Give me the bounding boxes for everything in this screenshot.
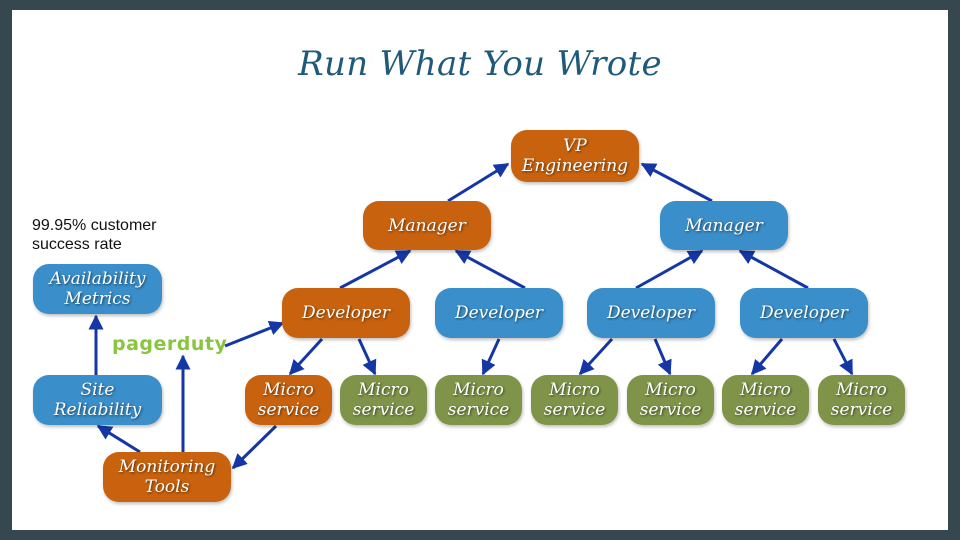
- note-line-2: success rate: [32, 236, 122, 253]
- node-label: Engineering: [521, 156, 629, 176]
- arrow-dev-1-to-mgr-left: [339, 249, 412, 290]
- arrow-dev-3-to-ms-5: [653, 338, 672, 376]
- arrow-dev-2-to-mgr-left: [454, 249, 526, 290]
- node-label: Micro: [358, 380, 409, 400]
- node-label: Availability: [49, 269, 146, 289]
- arrow-pagerduty-to-dev-1: [224, 321, 285, 348]
- node-label: service: [352, 400, 415, 420]
- node-label: Developer: [301, 303, 391, 323]
- arrow-mgr-right-to-vp: [640, 162, 713, 203]
- arrow-dev-2-to-ms-3: [481, 338, 501, 376]
- node-label: service: [734, 400, 797, 420]
- arrow-dev-4-to-ms-6: [750, 338, 784, 376]
- node-mgr-right: Manager: [660, 201, 788, 250]
- node-dev-2: Developer: [435, 288, 563, 338]
- node-label: Developer: [454, 303, 544, 323]
- node-label: Tools: [144, 477, 190, 497]
- node-label: service: [543, 400, 606, 420]
- node-label: Micro: [645, 380, 696, 400]
- node-label: Manager: [388, 215, 466, 236]
- node-label: service: [447, 400, 510, 420]
- node-label: Developer: [759, 303, 849, 323]
- node-mgr-left: Manager: [363, 201, 491, 250]
- success-rate-note: 99.95% customer success rate: [32, 216, 157, 254]
- node-label: Reliability: [53, 400, 142, 420]
- arrow-monitoring-to-site-reliability: [96, 424, 141, 454]
- node-dev-1: Developer: [282, 288, 410, 338]
- arrow-dev-3-to-mgr-right: [635, 249, 704, 290]
- node-label: Micro: [263, 380, 314, 400]
- node-label: Metrics: [64, 289, 131, 309]
- arrow-dev-3-to-ms-4: [578, 337, 614, 376]
- node-label: Micro: [740, 380, 791, 400]
- arrow-dev-4-to-mgr-right: [738, 249, 809, 290]
- note-line-1: 99.95% customer: [32, 217, 157, 234]
- arrow-dev-4-to-ms-7: [832, 338, 854, 376]
- node-label: Developer: [606, 303, 696, 323]
- arrow-ms-1-to-monitoring: [231, 424, 278, 470]
- node-label: service: [830, 400, 893, 420]
- slide-title: Run What You Wrote: [298, 44, 662, 84]
- slide-canvas: [12, 10, 948, 530]
- node-label: Monitoring: [118, 457, 216, 477]
- node-label: Micro: [549, 380, 600, 400]
- node-label: Manager: [685, 215, 763, 236]
- arrow-dev-1-to-ms-1: [288, 337, 324, 376]
- node-label: Micro: [836, 380, 887, 400]
- node-label: Site: [80, 380, 115, 400]
- arrow-dev-1-to-ms-2: [357, 338, 377, 376]
- node-label: Micro: [453, 380, 504, 400]
- node-dev-3: Developer: [587, 288, 715, 338]
- node-label: VP: [563, 136, 587, 156]
- node-label: service: [257, 400, 320, 420]
- node-label: service: [639, 400, 702, 420]
- node-dev-4: Developer: [740, 288, 868, 338]
- arrow-mgr-left-to-vp: [447, 162, 510, 203]
- pagerduty-logo: pagerduty: [112, 333, 228, 355]
